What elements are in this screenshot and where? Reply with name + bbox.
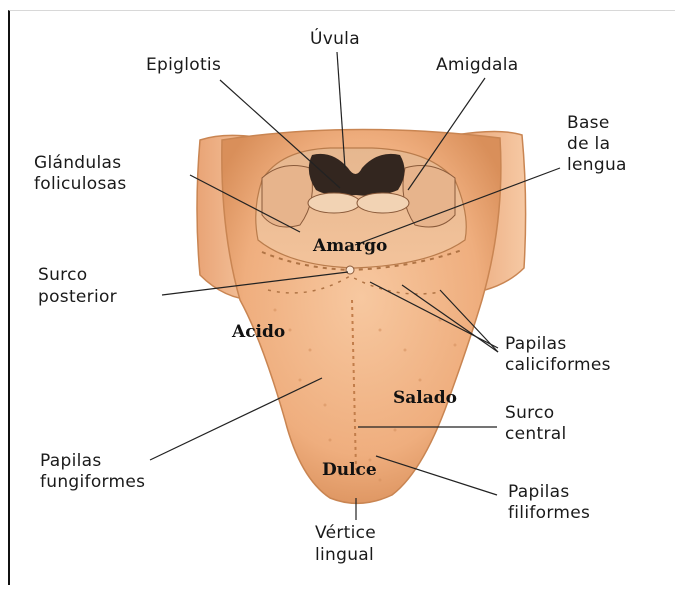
- label-papilas-filiformes-2: filiformes: [508, 504, 590, 523]
- label-uvula: Úvula: [310, 30, 360, 49]
- foramen-caecum: [346, 266, 354, 274]
- label-amigdala: Amigdala: [436, 56, 518, 75]
- taste-salado: Salado: [393, 388, 457, 408]
- taste-amargo: Amargo: [313, 236, 387, 256]
- label-papilas-fungiformes-2: fungiformes: [40, 473, 145, 492]
- taste-acido: Acido: [232, 322, 285, 342]
- label-epiglotis: Epiglotis: [146, 56, 221, 75]
- tonsil-left: [262, 166, 312, 228]
- label-glandulas-2: foliculosas: [34, 175, 127, 194]
- label-surco-central-1: Surco: [505, 404, 554, 423]
- epiglottis-right: [357, 193, 409, 213]
- label-vertice-1: Vértice: [315, 524, 376, 543]
- label-papilas-fungiformes-1: Papilas: [40, 452, 102, 471]
- label-papilas-caliciformes-2: caliciformes: [505, 356, 611, 375]
- epiglottis-left: [308, 193, 360, 213]
- label-base-1: Base: [567, 114, 610, 133]
- label-papilas-caliciformes-1: Papilas: [505, 335, 567, 354]
- label-surco-posterior-2: posterior: [38, 288, 117, 307]
- label-base-2: de la: [567, 135, 610, 154]
- label-surco-posterior-1: Surco: [38, 266, 87, 285]
- label-base-3: lengua: [567, 156, 627, 175]
- label-surco-central-2: central: [505, 425, 566, 444]
- label-glandulas-1: Glándulas: [34, 154, 121, 173]
- taste-dulce: Dulce: [322, 460, 377, 480]
- label-papilas-filiformes-1: Papilas: [508, 483, 570, 502]
- label-vertice-2: lingual: [315, 546, 374, 565]
